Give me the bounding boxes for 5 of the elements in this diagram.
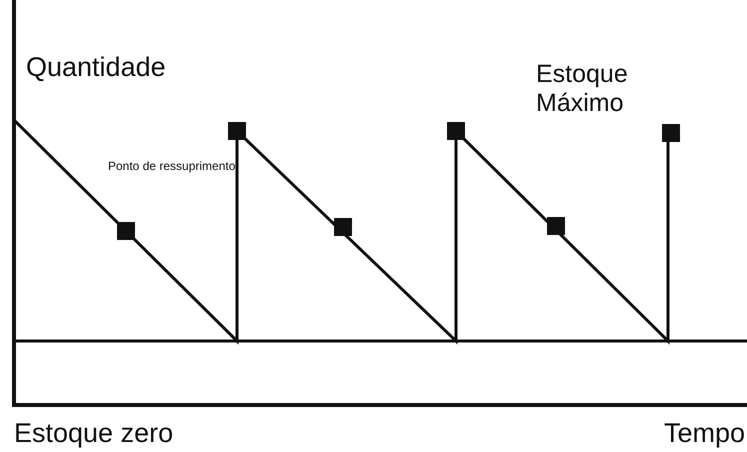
annotation-label: Estoque Máximo	[536, 60, 629, 118]
axis-label: Quantidade	[26, 52, 167, 84]
annotation-label: Ponto de ressuprimento	[108, 160, 236, 174]
axis-label: Estoque zero	[14, 418, 174, 450]
axis-label: Tempo	[662, 418, 745, 450]
